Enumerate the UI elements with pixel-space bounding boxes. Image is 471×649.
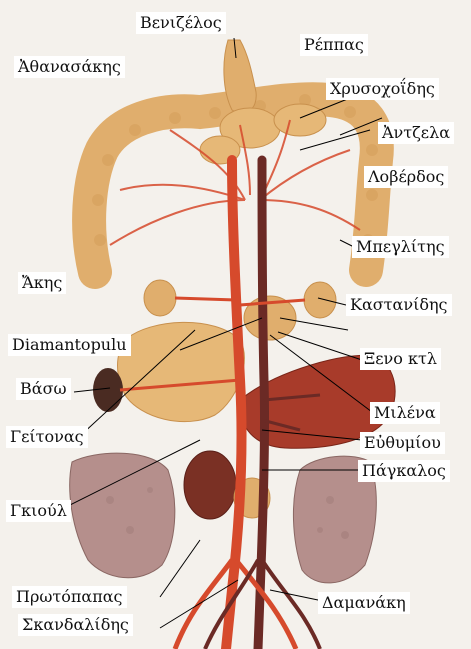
left-adrenal: [144, 280, 176, 316]
label-loverdos: Λοβέρδος: [364, 166, 448, 188]
label-milena: Μιλένα: [370, 402, 440, 424]
label-antzela: Ἀντζελα: [378, 122, 454, 144]
right-adrenal: [304, 282, 336, 318]
label-skandalidis: Σκανδαλίδης: [18, 614, 133, 636]
heart: [184, 451, 236, 519]
label-akis: Ἄκης: [18, 272, 66, 294]
label-damanaki: Δαμανάκη: [318, 592, 410, 614]
label-protopapas: Πρωτόπαπας: [12, 586, 127, 608]
label-pagkalos: Πάγκαλος: [358, 460, 450, 482]
label-vaso: Βάσω: [16, 378, 71, 400]
label-kastanidis: Καστανίδης: [346, 294, 452, 316]
left-kidney: [93, 368, 123, 412]
label-xeno: Ξενο κτλ: [360, 348, 441, 370]
label-athanasakis: Ἀθανασάκης: [14, 56, 125, 78]
label-gkioul: Γκιούλ: [6, 500, 71, 522]
label-reppas: Ρέππας: [300, 34, 368, 56]
label-efthymiou: Εὐθυμίου: [360, 432, 445, 454]
label-diamantopulu: Diamantopulu: [8, 334, 131, 356]
label-begkitis: Μπεγλίτης: [352, 236, 449, 258]
label-venizelos: Βενιζέλος: [136, 12, 226, 34]
label-chrysochoidis: Χρυσοχοΐδης: [326, 78, 439, 100]
label-geitonas: Γείτονας: [6, 426, 88, 448]
stomach: [118, 322, 245, 421]
